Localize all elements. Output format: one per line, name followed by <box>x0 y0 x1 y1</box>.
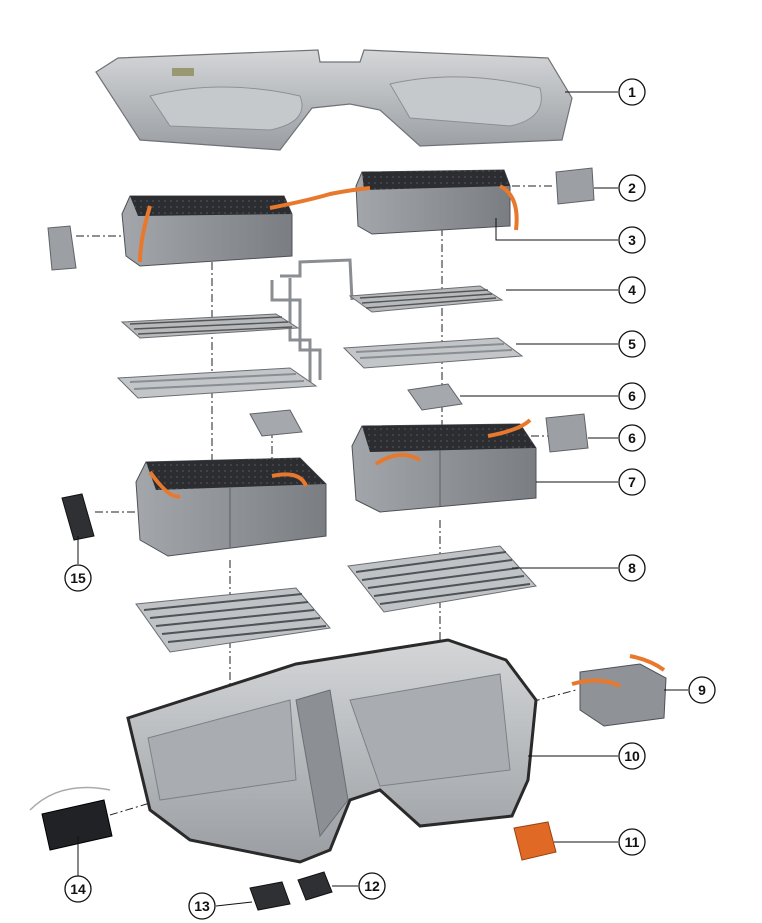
svg-text:15: 15 <box>70 570 86 586</box>
svg-text:14: 14 <box>70 881 86 897</box>
lower-modules-left <box>135 457 327 557</box>
cooling-plate-part-4 <box>348 285 504 313</box>
control-unit-part-14 <box>29 786 113 851</box>
svg-text:6: 6 <box>628 388 636 404</box>
callout-15: 15 <box>64 564 92 592</box>
callout-11: 11 <box>618 828 646 856</box>
connector-part-15 <box>61 493 95 541</box>
connector-left-mid <box>249 409 303 437</box>
svg-text:12: 12 <box>364 878 380 894</box>
connector-part-6b <box>545 413 589 453</box>
svg-text:4: 4 <box>628 282 636 298</box>
cooling-plate-left-upper <box>120 313 300 339</box>
callout-6b: 6 <box>618 424 646 452</box>
support-frame-left <box>116 367 318 399</box>
callouts: 1 2 3 4 5 6 6 7 8 9 10 11 12 13 14 15 <box>64 78 716 920</box>
callout-1: 1 <box>618 78 646 106</box>
callout-9: 9 <box>688 676 716 704</box>
support-frame-part-5 <box>342 337 524 369</box>
callout-7: 7 <box>618 468 646 496</box>
svg-text:2: 2 <box>628 180 636 196</box>
svg-text:6: 6 <box>628 430 636 446</box>
cooling-plate-part-8 <box>347 545 537 613</box>
connector-part-12 <box>297 871 333 901</box>
svg-text:3: 3 <box>628 232 636 248</box>
svg-text:9: 9 <box>698 682 706 698</box>
callout-3: 3 <box>618 226 646 254</box>
callout-12: 12 <box>358 872 386 900</box>
callout-4: 4 <box>618 276 646 304</box>
connector-part-11 <box>513 821 557 861</box>
svg-text:8: 8 <box>628 560 636 576</box>
lower-modules-part-7 <box>351 418 537 513</box>
callout-13: 13 <box>188 892 216 920</box>
callout-10: 10 <box>618 742 646 770</box>
svg-text:5: 5 <box>628 336 636 352</box>
leader-lines <box>77 91 688 907</box>
callout-14: 14 <box>64 875 92 903</box>
junction-box-part-9 <box>571 654 667 727</box>
coolant-pipes <box>270 258 354 384</box>
upper-modules-part-3 <box>121 169 519 267</box>
plate-part-2 <box>555 167 595 205</box>
connector-part-13 <box>249 881 291 911</box>
svg-text:11: 11 <box>625 834 640 850</box>
callout-2: 2 <box>618 174 646 202</box>
svg-text:10: 10 <box>624 748 640 764</box>
svg-text:13: 13 <box>194 898 210 914</box>
callout-8: 8 <box>618 554 646 582</box>
callout-5: 5 <box>618 330 646 358</box>
battery-cover-part-1 <box>95 49 573 151</box>
svg-text:1: 1 <box>628 84 636 100</box>
connector-part-6a <box>407 383 463 411</box>
battery-tray-part-10 <box>126 638 538 864</box>
callout-6a: 6 <box>618 382 646 410</box>
plate-left-upper <box>47 225 77 271</box>
cooling-plate-left-lower <box>135 587 331 653</box>
svg-text:7: 7 <box>628 474 636 490</box>
